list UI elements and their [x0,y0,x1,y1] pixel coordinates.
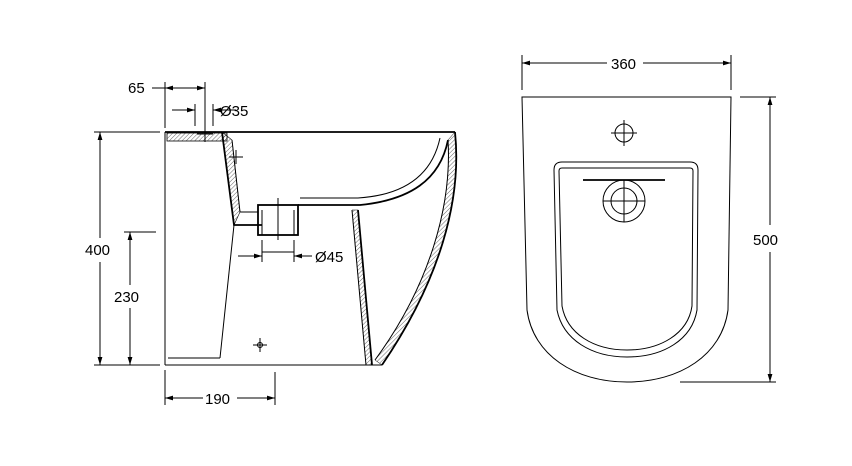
dim-width-label: 360 [611,56,636,73]
drain-icon [583,179,665,223]
dim-top-offset: 65 [128,80,206,128]
inlet-crosshair-icon [197,126,243,164]
top-view: 360 500 [521,55,778,383]
top-outer-outline [521,96,732,383]
dim-outlet-height-label: 230 [114,289,139,306]
dim-inlet-diameter-label: Ø35 [220,103,248,120]
dim-depth: 500 [680,96,778,383]
dim-total-height-label: 400 [85,242,110,259]
tap-hole-icon [611,120,637,146]
dim-width: 360 [521,55,732,90]
dim-outlet-diameter-label: Ø45 [315,249,343,266]
dim-outlet-diameter: Ø45 [238,240,343,266]
outlet-crosshair-icon [262,198,294,253]
dim-top-offset-label: 65 [128,80,145,97]
dim-total-height: 400 [85,131,160,366]
dim-depth-label: 500 [753,232,778,249]
top-inner-bowl [553,161,699,358]
floor-outlet-crosshair-icon [253,338,267,352]
dim-outlet-distance: 190 [164,370,276,408]
dim-inlet-diameter: Ø35 [172,103,248,126]
side-view: 65 Ø35 Ø45 400 [85,80,458,408]
side-body-outline [164,131,458,366]
dim-outlet-height: 230 [114,231,156,365]
dim-outlet-distance-label: 190 [205,391,230,408]
